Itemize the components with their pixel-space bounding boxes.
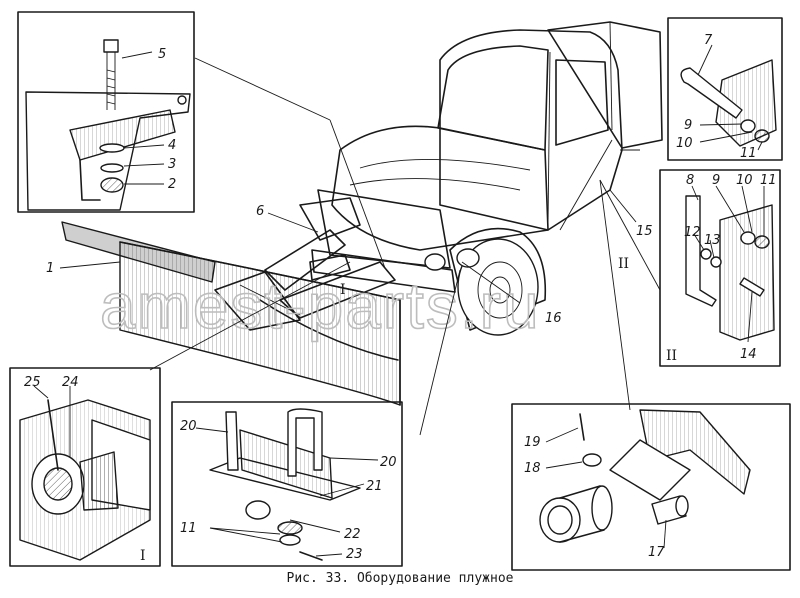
watermark-text: amest-parts.ru bbox=[100, 270, 541, 342]
callout-7: 7 bbox=[704, 33, 713, 48]
callout-4: 4 bbox=[168, 138, 176, 153]
section-mark-ii: II bbox=[618, 256, 629, 272]
callout-23: 23 bbox=[346, 547, 363, 562]
callout-11-top: 11 bbox=[740, 146, 757, 161]
callout-11-bottom: 11 bbox=[180, 521, 197, 536]
callout-6: 6 bbox=[256, 204, 264, 219]
inset-section-ii: 8 9 10 11 12 13 14 II bbox=[659, 169, 781, 367]
inset-i-mark: I bbox=[140, 548, 146, 564]
callout-10-top: 10 bbox=[676, 136, 693, 151]
callout-18: 18 bbox=[524, 461, 541, 476]
inset-section-i: 25 24 I bbox=[9, 367, 161, 567]
callout-19: 19 bbox=[524, 435, 541, 450]
callout-14: 14 bbox=[740, 347, 757, 362]
callout-9-mid: 9 bbox=[712, 173, 720, 188]
callout-10-mid: 10 bbox=[736, 173, 753, 188]
inset-u-bolts: 20 20 21 22 23 11 bbox=[171, 401, 403, 567]
inset-ii-mark: II bbox=[666, 348, 677, 364]
callout-11-mid: 11 bbox=[760, 173, 777, 188]
callout-20-left: 20 bbox=[180, 419, 197, 434]
callout-24: 24 bbox=[62, 375, 79, 390]
callout-25: 25 bbox=[24, 375, 41, 390]
callout-16: 16 bbox=[545, 311, 562, 326]
callout-8: 8 bbox=[686, 173, 694, 188]
inset-pin-bushing: 19 18 17 bbox=[511, 403, 791, 571]
callout-3: 3 bbox=[168, 157, 176, 172]
inset-bolt-bracket: 5 4 3 2 bbox=[17, 11, 195, 213]
inset-hook-bolt: 7 9 10 11 bbox=[667, 17, 783, 161]
callout-12: 12 bbox=[684, 225, 701, 240]
callout-13: 13 bbox=[704, 233, 721, 248]
callout-20-right: 20 bbox=[380, 455, 397, 470]
leader-lines bbox=[59, 57, 661, 436]
callout-15: 15 bbox=[636, 224, 653, 239]
plow-blade bbox=[61, 221, 401, 406]
callout-22: 22 bbox=[344, 527, 361, 542]
section-mark-i: I bbox=[340, 282, 346, 298]
figure-caption: Рис. 33. Оборудование плужное bbox=[286, 571, 514, 586]
callout-17: 17 bbox=[648, 545, 665, 560]
callout-2: 2 bbox=[168, 177, 176, 192]
callout-5: 5 bbox=[158, 47, 166, 62]
callout-21: 21 bbox=[366, 479, 383, 494]
callout-1: 1 bbox=[46, 261, 54, 276]
callout-9-top: 9 bbox=[684, 118, 692, 133]
